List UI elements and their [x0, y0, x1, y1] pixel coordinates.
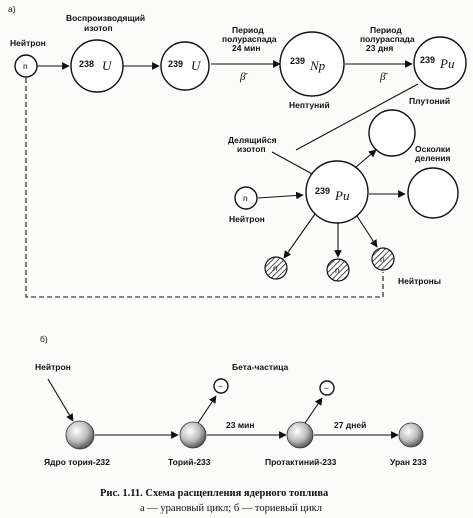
emitted-neutron-2 [326, 258, 350, 282]
neutron-node-2 [234, 186, 258, 210]
part-b-label: б) [40, 334, 48, 344]
emitted-neutron-3 [371, 247, 395, 271]
fissile-pointer [271, 151, 317, 177]
arrow-pu-to-neutron3 [356, 215, 378, 248]
neutron-n-a: n [23, 61, 28, 71]
arrow-pu-to-fragment1 [355, 149, 377, 168]
pa233-nucleus [286, 421, 314, 449]
neutron-label-a: Нейтрон [10, 38, 46, 48]
pu239-mass: 239 [420, 55, 435, 65]
fissile-label-2: изотоп [237, 144, 266, 154]
pu239-name: Плутоний [409, 96, 450, 106]
fertile-isotope-label-2: изотоп [84, 23, 113, 33]
fission-pu239-mass: 239 [315, 186, 330, 196]
emitted-neutron-2-n: n [335, 265, 340, 275]
pu-connector-line [295, 83, 419, 151]
emitted-neutron-3-n: n [380, 254, 385, 264]
time-23-min: 23 мин [226, 420, 254, 430]
thorium232-label: Ядро тория-232 [44, 457, 110, 467]
neutron-n-2: n [243, 193, 248, 203]
thorium232-nucleus [65, 420, 95, 450]
th233-label: Торий-233 [168, 457, 211, 467]
halflife1-line2: полураспада [222, 34, 277, 44]
beta-particle-2-sign: − [324, 383, 329, 393]
pu239-symbol: Pu [439, 56, 455, 71]
halflife1-line3: 24 мин [232, 43, 260, 53]
part-a-label: а) [8, 4, 16, 14]
fertile-isotope-label-1: Воспроизводящий [66, 13, 145, 23]
neutrons-out-label: Нейтроны [398, 276, 441, 286]
fragment-node-1 [368, 109, 416, 157]
halflife1-line1: Период [232, 25, 264, 35]
u238-mass: 238 [79, 59, 94, 69]
arrow-pa233-to-beta [304, 397, 323, 424]
arrow-neutron-to-thorium [47, 378, 74, 422]
time-27-days: 27 дней [334, 420, 366, 430]
u238-symbol: U [102, 58, 113, 73]
halflife2-line2: полураспада [360, 34, 415, 44]
np239-symbol: Np [309, 58, 326, 73]
beta-symbol-1: β̄ [239, 71, 248, 83]
np239-node [279, 31, 345, 97]
halflife2-line1: Период [370, 25, 402, 35]
neutron-label-b: Нейтрон [35, 362, 71, 372]
u233-label: Уран 233 [390, 457, 427, 467]
figure-caption-line2: а — урановый цикл; б — ториевый цикл [140, 503, 322, 514]
emitted-neutron-1 [264, 256, 288, 280]
pa233-label: Протактиний-233 [265, 457, 337, 467]
beta-particle-1 [213, 378, 229, 394]
u239-node [160, 41, 210, 91]
fission-pu239-symbol: Pu [334, 188, 350, 203]
u233-nucleus [398, 422, 424, 448]
u239-symbol: U [191, 58, 202, 73]
emitted-neutron-1-n: n [273, 263, 278, 273]
fissile-label-1: Делящийся [228, 135, 277, 145]
u239-mass: 239 [168, 59, 183, 69]
np239-name: Нептуний [289, 100, 330, 110]
neutron-label-2: Нейтрон [229, 214, 265, 224]
pu239-node [413, 36, 467, 90]
np239-mass: 239 [290, 56, 305, 66]
arrow-pu-to-neutron1 [283, 213, 316, 259]
fission-pu239-node [305, 160, 369, 224]
fragments-label-2: деления [415, 153, 450, 163]
fragments-label-1: Осколки [415, 144, 450, 154]
feedback-loop-dashed [25, 78, 384, 298]
arrow-neutron2-to-pu [257, 191, 304, 200]
beta-particle-2 [319, 380, 335, 396]
fragment-node-2 [407, 167, 459, 219]
beta-particle-label: Бета-частица [232, 362, 289, 372]
arrow-th233-to-beta [197, 395, 217, 424]
halflife2-line3: 23 дня [366, 43, 393, 53]
figure-caption-line1: Рис. 1.11. Схема расщепления ядерного то… [100, 488, 329, 499]
beta-particle-1-sign: − [218, 381, 223, 391]
beta-symbol-2: β̄ [379, 71, 388, 83]
th233-nucleus [179, 421, 207, 449]
